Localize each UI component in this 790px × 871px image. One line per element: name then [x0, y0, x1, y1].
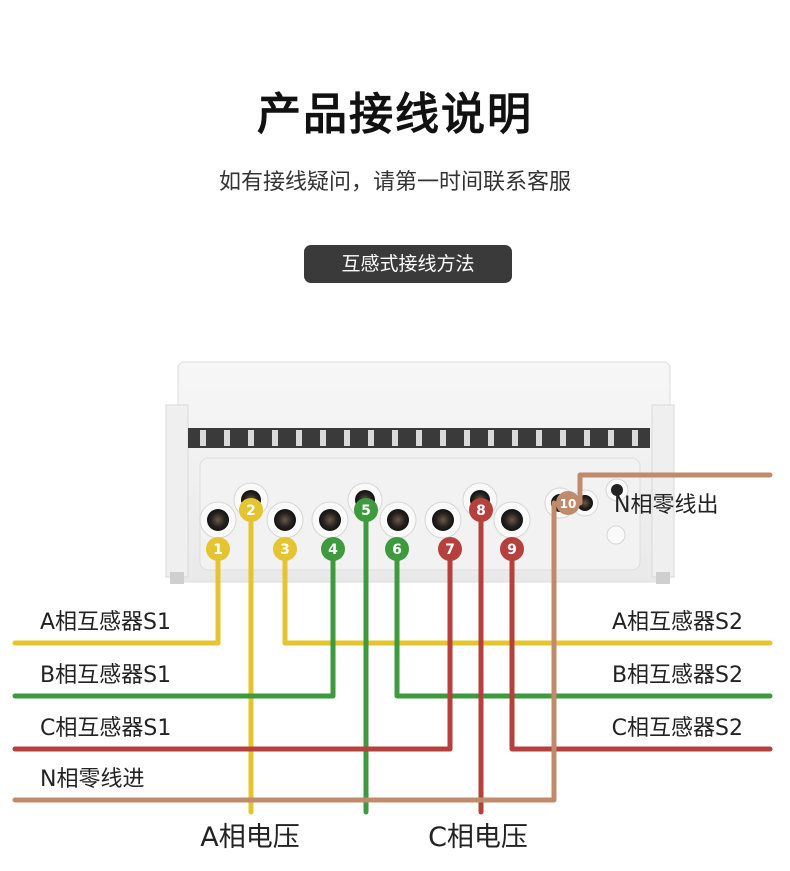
wires [12, 472, 773, 815]
label-n-in: N相零线进 [40, 767, 144, 792]
terminal-badge-8: 8 [469, 498, 493, 522]
svg-text:8: 8 [476, 503, 486, 519]
terminal-badges: 1 2 3 4 5 6 7 8 9 10 [206, 491, 580, 561]
page-subtitle: 如有接线疑问，请第一时间联系客服 [218, 170, 571, 195]
label-a-voltage: A相电压 [200, 822, 299, 853]
terminal-badge-4: 4 [321, 537, 345, 561]
terminal-hole-9 [493, 501, 531, 539]
page-title: 产品接线说明 [257, 89, 533, 140]
svg-text:2: 2 [246, 503, 256, 519]
terminal-hole-6 [379, 501, 417, 539]
terminal-badge-2: 2 [239, 498, 263, 522]
wire-n-out [577, 472, 773, 506]
wire-c-s1 [12, 550, 453, 752]
label-c-s2: C相互感器S2 [612, 716, 743, 741]
terminal-badge-10: 10 [556, 491, 580, 515]
label-c-s1: C相互感器S1 [40, 716, 171, 741]
svg-text:10: 10 [560, 497, 577, 511]
terminal-badge-9: 9 [500, 537, 524, 561]
label-a-s2: A相互感器S2 [612, 610, 743, 635]
wire-c-s2 [509, 550, 773, 752]
section-pill: 互感式接线方法 [304, 245, 512, 283]
svg-text:5: 5 [361, 503, 371, 519]
case-slots [200, 430, 638, 446]
terminal-hole-7 [424, 501, 462, 539]
label-n-out: N相零线出 [614, 493, 718, 518]
wire-a-s1 [12, 537, 221, 646]
terminal-badge-3: 3 [273, 537, 297, 561]
svg-text:4: 4 [328, 542, 338, 558]
terminal-badge-7: 7 [438, 537, 462, 561]
terminal-hole-1 [199, 501, 237, 539]
wire-b-s1 [12, 550, 336, 699]
terminal-badge-1: 1 [206, 537, 230, 561]
wire-b-s2 [394, 550, 773, 699]
label-c-voltage: C相电压 [428, 822, 528, 853]
svg-text:3: 3 [280, 542, 290, 558]
label-a-s1: A相互感器S1 [40, 610, 171, 635]
terminal-hole-3 [266, 501, 304, 539]
svg-text:7: 7 [445, 542, 455, 558]
label-b-s1: B相互感器S1 [40, 663, 171, 688]
terminal-hole-n [605, 478, 629, 502]
svg-text:1: 1 [213, 542, 223, 558]
label-b-s2: B相互感器S2 [612, 663, 743, 688]
svg-text:6: 6 [392, 542, 402, 558]
terminal-badge-6: 6 [385, 537, 409, 561]
wire-n-in [12, 500, 557, 803]
svg-text:9: 9 [507, 542, 517, 558]
terminal-hole-4 [311, 501, 349, 539]
case-screw [606, 525, 626, 545]
wire-a-s2 [282, 550, 773, 646]
terminal-badge-5: 5 [354, 498, 378, 522]
